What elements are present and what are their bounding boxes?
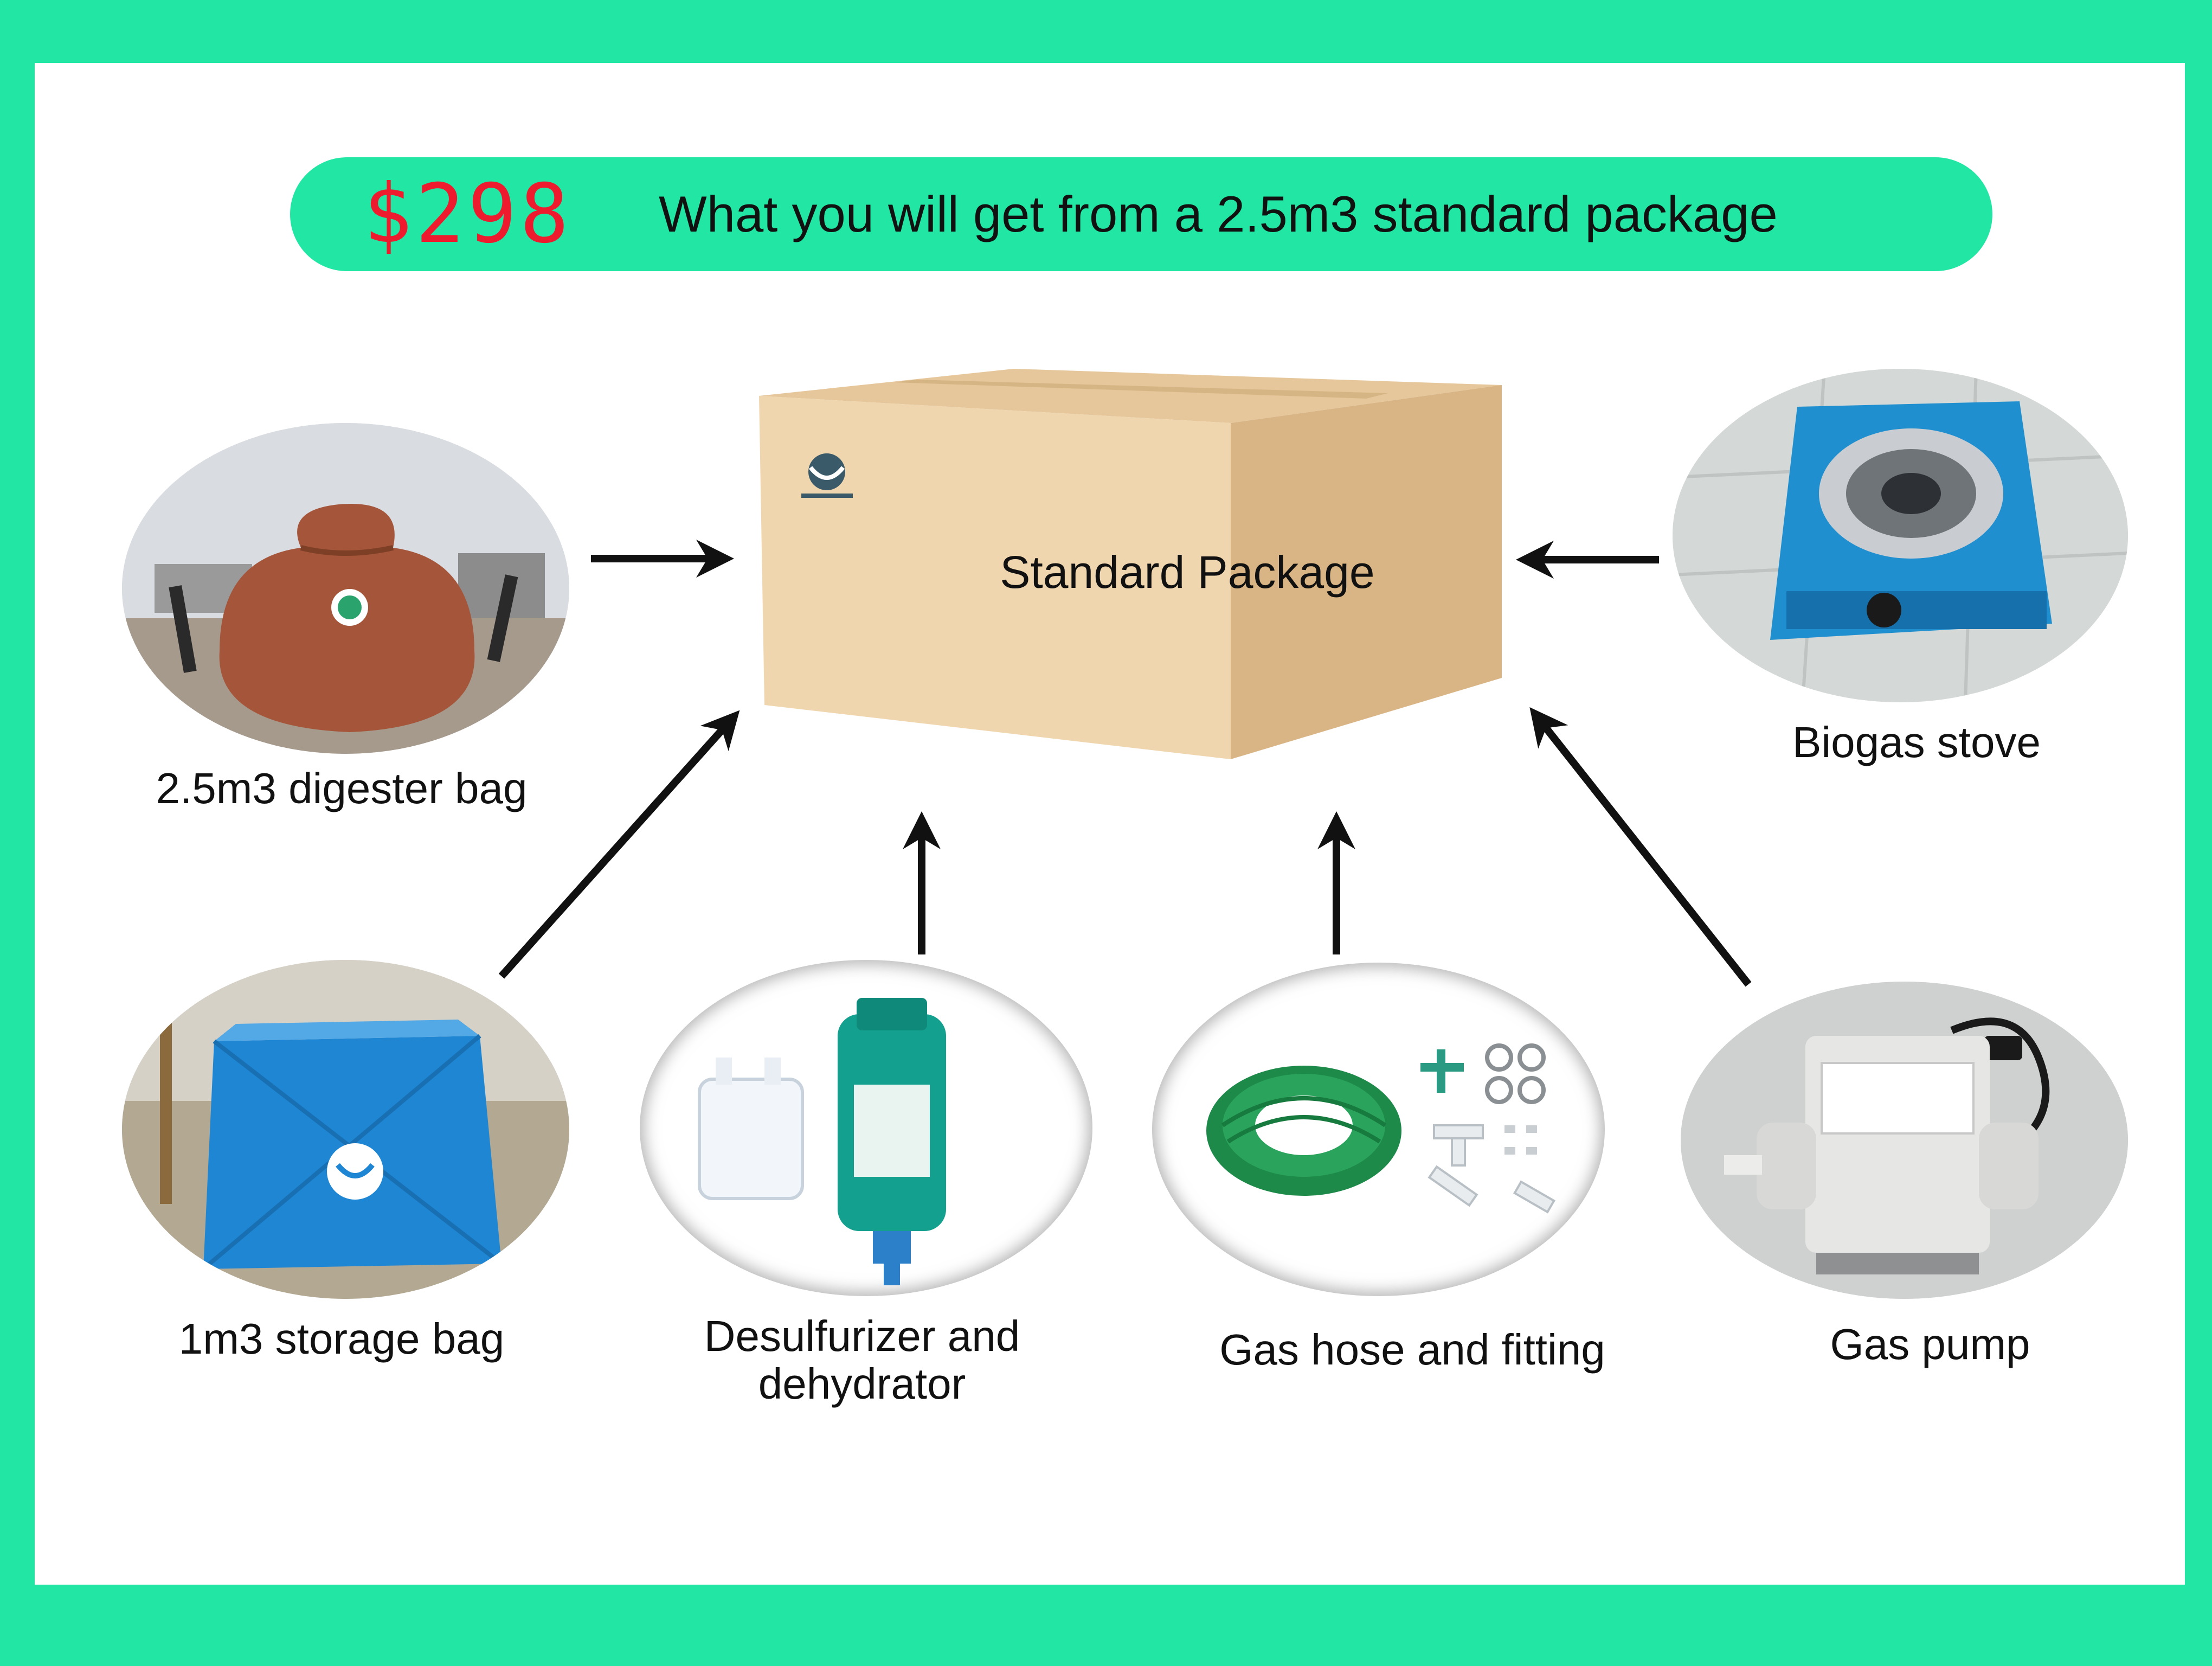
arrow-pump-to-box [1529,707,1752,987]
arrow-storage-to-box [498,710,740,979]
gas-pump-label: Gas pump [1830,1320,2030,1368]
desulfurizer-label-line1: Desulfurizer and [704,1312,1020,1360]
desulfurizer-photo [640,960,1092,1296]
biogas-stove-label: Biogas stove [1792,718,2041,766]
gas-hose-label: Gas hose and fitting [1219,1325,1605,1374]
price-text: $298 [363,167,573,261]
package-headline: What you will get from a 2.5m3 standard … [659,185,1778,242]
standard-package-box [743,325,1556,792]
gas-pump-photo [1681,982,2128,1299]
desulfurizer-label-line2: dehydrator [758,1360,966,1408]
standard-package-label: Standard Package [1000,547,1375,598]
white-panel [35,63,2185,1585]
biogas-stove-photo [1673,369,2128,702]
teenwin-logo-icon [801,453,853,498]
storage-bag-label: 1m3 storage bag [178,1315,505,1363]
digester-bag-label: 2.5m3 digester bag [156,764,528,812]
header-banner [290,157,1992,271]
gas-hose-photo [1152,963,1605,1296]
desulfurizer-label: Desulfurizer and dehydrator [618,1312,1106,1408]
